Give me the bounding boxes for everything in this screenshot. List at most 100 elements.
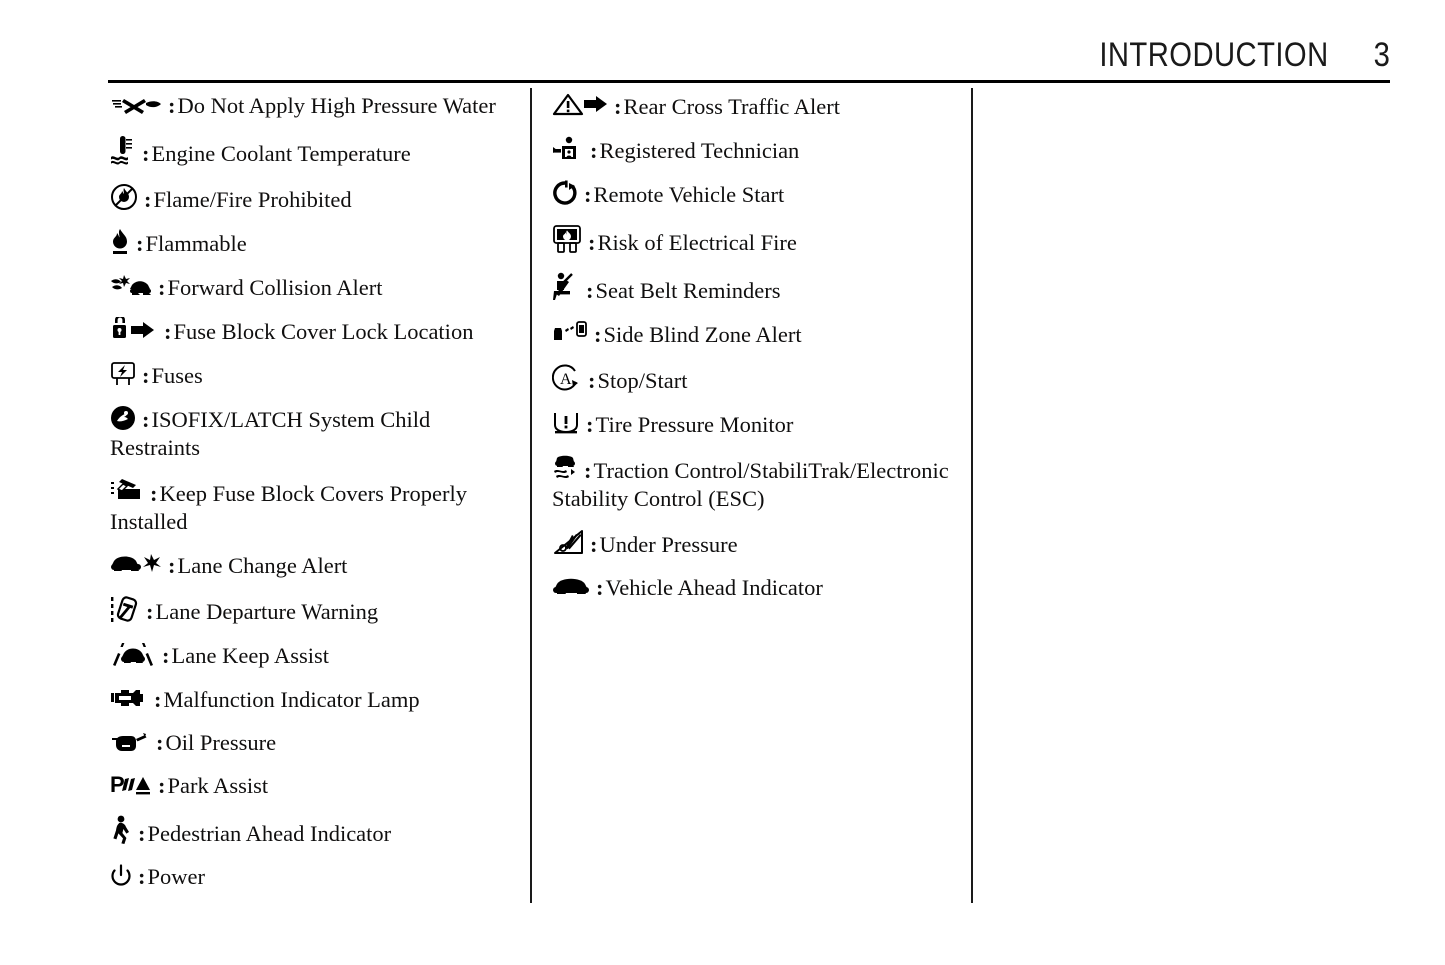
symbol-entry: :Pedestrian Ahead Indicator <box>110 815 510 848</box>
entry-separator: : <box>138 864 146 889</box>
rear-cross-traffic-alert-icon <box>552 92 608 118</box>
symbol-description: Risk of Electrical Fire <box>597 230 797 255</box>
header-divider-rule <box>108 80 1390 83</box>
symbol-description: Rear Cross Traffic Alert <box>623 94 840 119</box>
entry-separator: : <box>168 93 176 118</box>
entry-separator: : <box>162 643 170 668</box>
fuses-icon <box>110 361 136 387</box>
entry-separator: : <box>588 368 596 393</box>
page-header: INTRODUCTION 3 <box>108 38 1390 82</box>
symbol-description: Pedestrian Ahead Indicator <box>147 821 392 846</box>
symbol-list-right-column: :Rear Cross Traffic Alert :Registered Te… <box>552 92 952 602</box>
lane-change-alert-icon <box>110 551 162 577</box>
entry-separator: : <box>586 278 594 303</box>
symbol-description: Flammable <box>145 231 247 256</box>
symbol-entry: :Power <box>110 863 510 891</box>
lane-departure-warning-icon <box>110 595 140 623</box>
entry-separator: : <box>164 319 172 344</box>
engine-coolant-temperature-icon <box>110 135 136 165</box>
symbol-entry: :Risk of Electrical Fire <box>552 224 952 257</box>
keep-fuse-block-covers-installed-icon <box>110 477 144 505</box>
symbol-description: Stop/Start <box>597 368 688 393</box>
symbol-description: Lane Departure Warning <box>155 599 379 624</box>
header-title-row: INTRODUCTION 3 <box>108 38 1390 80</box>
entry-separator: : <box>168 553 176 578</box>
symbol-description: Park Assist <box>167 773 269 798</box>
symbol-description: Flame/Fire Prohibited <box>153 187 352 212</box>
symbol-description: Oil Pressure <box>165 730 277 755</box>
forward-collision-alert-icon <box>110 273 152 299</box>
malfunction-indicator-lamp-icon <box>110 685 148 711</box>
entry-separator: : <box>138 821 146 846</box>
entry-separator: : <box>144 187 152 212</box>
entry-separator: : <box>584 182 592 207</box>
column-divider-left <box>530 88 532 903</box>
entry-separator: : <box>584 458 592 483</box>
entry-separator: : <box>142 141 150 166</box>
risk-of-electrical-fire-icon <box>552 224 582 254</box>
symbol-list-left-column: :Do Not Apply High Pressure Water :Engin… <box>110 92 510 891</box>
symbol-entry: P :Park Assist <box>110 772 510 800</box>
side-blind-zone-alert-icon <box>552 320 588 346</box>
symbol-description: Tire Pressure Monitor <box>595 412 794 437</box>
vehicle-ahead-indicator-icon <box>552 575 590 599</box>
symbol-entry: :Fuse Block Cover Lock Location <box>110 317 510 346</box>
park-assist-icon: P <box>110 773 152 797</box>
symbol-description: Fuse Block Cover Lock Location <box>173 319 474 344</box>
symbol-description: Do Not Apply High Pressure Water <box>177 93 496 118</box>
symbol-entry: :Tire Pressure Monitor <box>552 410 952 439</box>
page-title: INTRODUCTION <box>1099 36 1330 74</box>
pedestrian-ahead-indicator-icon <box>110 815 132 845</box>
symbol-entry: :Lane Keep Assist <box>110 641 510 670</box>
page-number: 3 <box>1373 36 1390 74</box>
column-divider-right <box>971 88 973 903</box>
symbol-entry: :Flame/Fire Prohibited <box>110 183 510 214</box>
entry-separator: : <box>590 138 598 163</box>
symbol-description: Vehicle Ahead Indicator <box>605 575 823 600</box>
symbol-entry: :Flammable <box>110 229 510 258</box>
symbol-entry: :Side Blind Zone Alert <box>552 320 952 349</box>
entry-separator: : <box>156 730 164 755</box>
symbol-entry: :Lane Change Alert <box>110 551 510 580</box>
isofix-latch-child-restraint-icon <box>110 405 136 431</box>
symbol-entry: :Under Pressure <box>552 528 952 559</box>
no-high-pressure-water-icon <box>110 93 162 117</box>
symbol-description: Lane Keep Assist <box>171 643 329 668</box>
entry-separator: : <box>154 687 162 712</box>
entry-separator: : <box>614 94 622 119</box>
entry-separator: : <box>596 575 604 600</box>
symbol-description: Malfunction Indicator Lamp <box>163 687 420 712</box>
symbol-entry: :Malfunction Indicator Lamp <box>110 685 510 714</box>
symbol-description: Lane Change Alert <box>177 553 348 578</box>
symbol-entry: :Fuses <box>110 361 510 390</box>
svg-text:P: P <box>110 773 125 797</box>
symbol-description: Traction Control/StabiliTrak/Electronic … <box>552 458 949 511</box>
symbol-entry: :Do Not Apply High Pressure Water <box>110 92 510 120</box>
symbol-entry: :Oil Pressure <box>110 729 510 757</box>
symbol-entry: :Remote Vehicle Start <box>552 180 952 209</box>
seat-belt-reminders-icon <box>552 272 580 302</box>
entry-separator: : <box>142 407 150 432</box>
symbol-description: Registered Technician <box>599 138 800 163</box>
symbol-description: Remote Vehicle Start <box>593 182 785 207</box>
symbol-entry: :Keep Fuse Block Covers Properly Install… <box>110 477 510 536</box>
symbol-description: Engine Coolant Temperature <box>151 141 411 166</box>
entry-separator: : <box>158 773 166 798</box>
symbol-description: Seat Belt Reminders <box>595 278 781 303</box>
svg-text:A: A <box>560 371 572 388</box>
symbol-description: Fuses <box>151 363 203 388</box>
flammable-icon <box>110 229 130 255</box>
entry-separator: : <box>586 412 594 437</box>
symbol-entry: :Lane Departure Warning <box>110 595 510 626</box>
remote-vehicle-start-icon <box>552 180 578 206</box>
symbol-entry: :Seat Belt Reminders <box>552 272 952 305</box>
symbol-entry: :Engine Coolant Temperature <box>110 135 510 168</box>
entry-separator: : <box>158 275 166 300</box>
oil-pressure-icon <box>110 732 150 754</box>
entry-separator: : <box>146 599 154 624</box>
entry-separator: : <box>150 481 158 506</box>
symbol-description: Side Blind Zone Alert <box>603 322 802 347</box>
entry-separator: : <box>136 231 144 256</box>
entry-separator: : <box>142 363 150 388</box>
under-pressure-icon <box>552 528 584 556</box>
